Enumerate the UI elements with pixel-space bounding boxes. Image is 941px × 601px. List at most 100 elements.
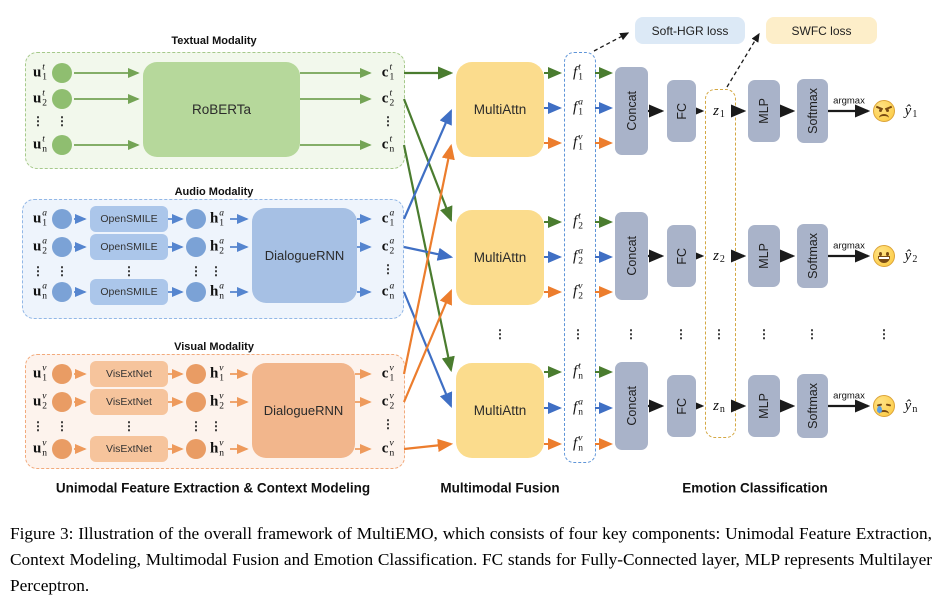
- vdots: ⋮: [713, 327, 725, 341]
- visual-hidden-node: [186, 439, 206, 459]
- vdots: ⋮: [190, 264, 202, 278]
- argmax-label-2: argmax: [833, 240, 865, 252]
- unimodal-section-label: Unimodal Feature Extraction & Context Mo…: [55, 480, 371, 496]
- fc-box-2: FC: [667, 225, 696, 287]
- vdots: ⋮: [56, 419, 68, 433]
- audio-hidden-node: [186, 282, 206, 302]
- visual-hidden-node: [186, 392, 206, 412]
- vdots: ⋮: [210, 419, 222, 433]
- audio-hidden-node: [186, 209, 206, 229]
- vdots: ⋮: [190, 419, 202, 433]
- angry-face-emoji: [873, 100, 895, 122]
- opensmile-box-1: OpenSMILE: [90, 206, 168, 232]
- classification-section-label: Emotion Classification: [682, 480, 828, 496]
- vdots: ⋮: [675, 327, 687, 341]
- textual-utterance-node: [52, 89, 72, 109]
- visual-utterance-node: [52, 364, 72, 384]
- argmax-label-1: argmax: [833, 95, 865, 107]
- vdots: ⋮: [32, 419, 44, 433]
- vdots: ⋮: [494, 327, 506, 341]
- visual-utterance-node: [52, 439, 72, 459]
- mlp-box-2: MLP: [748, 225, 780, 287]
- multiattn-box-1: MultiAttn: [456, 62, 544, 157]
- visextnet-box-2: VisExtNet: [90, 389, 168, 415]
- multiattn-box-2: MultiAttn: [456, 210, 544, 305]
- vdots: ⋮: [382, 262, 394, 276]
- textual-utterance-node: [52, 135, 72, 155]
- mlp-box-1: MLP: [748, 80, 780, 142]
- audio-section-title: Audio Modality: [174, 186, 254, 198]
- visual-utterance-node: [52, 392, 72, 412]
- soft-hgr-loss-box: Soft-HGR loss: [635, 17, 745, 44]
- swfc-loss-box: SWFC loss: [766, 17, 877, 44]
- textual-utterance-node: [52, 63, 72, 83]
- vdots: ⋮: [806, 327, 818, 341]
- visextnet-box-1: VisExtNet: [90, 361, 168, 387]
- softmax-box-2: Softmax: [797, 224, 828, 288]
- vdots: ⋮: [56, 114, 68, 128]
- softmax-box-n: Softmax: [797, 374, 828, 438]
- fc-box-n: FC: [667, 375, 696, 437]
- fc-box-1: FC: [667, 80, 696, 142]
- latent-z-dashed-box: [705, 89, 736, 438]
- argmax-label-n: argmax: [833, 390, 865, 402]
- roberta-box: RoBERTa: [143, 62, 300, 157]
- multiattn-box-n: MultiAttn: [456, 363, 544, 458]
- vdots: ⋮: [758, 327, 770, 341]
- opensmile-box-n: OpenSMILE: [90, 279, 168, 305]
- softmax-box-1: Softmax: [797, 79, 828, 143]
- vdots: ⋮: [382, 114, 394, 128]
- vdots: ⋮: [625, 327, 637, 341]
- opensmile-box-2: OpenSMILE: [90, 234, 168, 260]
- audio-utterance-node: [52, 282, 72, 302]
- audio-utterance-node: [52, 209, 72, 229]
- concat-box-2: Concat: [615, 212, 648, 300]
- vdots: ⋮: [32, 264, 44, 278]
- vdots: ⋮: [32, 114, 44, 128]
- vdots: ⋮: [572, 327, 584, 341]
- concat-box-n: Concat: [615, 362, 648, 450]
- visextnet-box-n: VisExtNet: [90, 436, 168, 462]
- textual-section-title: Textual Modality: [171, 35, 257, 47]
- vdots: ⋮: [56, 264, 68, 278]
- vdots: ⋮: [123, 419, 135, 433]
- figure-caption: Figure 3: Illustration of the overall fr…: [10, 524, 932, 595]
- visual-hidden-node: [186, 364, 206, 384]
- vdots: ⋮: [878, 327, 890, 341]
- grinning-face-emoji: [873, 245, 895, 267]
- vdots: ⋮: [123, 264, 135, 278]
